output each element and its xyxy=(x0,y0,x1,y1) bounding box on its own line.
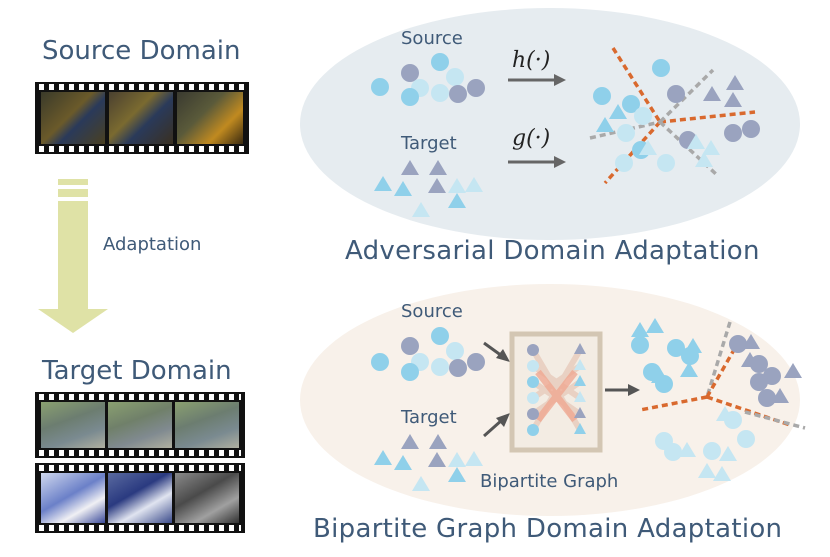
source-frame-3 xyxy=(177,92,243,144)
adv-mixed-points xyxy=(593,59,760,172)
g-function-label: g(·) xyxy=(512,126,551,151)
h-function-label: h(·) xyxy=(512,48,551,73)
bip-source-label: Source xyxy=(401,301,463,322)
adv-target-label: Target xyxy=(401,133,457,154)
target-frame-1 xyxy=(41,402,105,448)
target-frame-3 xyxy=(175,402,239,448)
adaptation-label: Adaptation xyxy=(103,234,202,255)
bip-source-arrow xyxy=(483,341,510,362)
bip-clustered-points xyxy=(631,318,802,481)
bip-target-label: Target xyxy=(401,407,457,428)
bipartite-graph-box xyxy=(509,331,603,453)
source-frame-1 xyxy=(41,92,105,144)
target-frame-2 xyxy=(108,402,172,448)
target-frame-5 xyxy=(108,473,172,523)
bip-boundaries xyxy=(639,321,806,430)
bip-source-points xyxy=(371,327,485,381)
adv-target-points xyxy=(374,160,483,217)
target-frame-4 xyxy=(41,473,105,523)
source-domain-title: Source Domain xyxy=(42,36,241,66)
adversarial-panel-bg xyxy=(300,8,800,240)
adv-source-label: Source xyxy=(401,28,463,49)
target-frame-6 xyxy=(175,473,239,523)
bip-target-arrow xyxy=(483,413,510,438)
source-frame-2 xyxy=(109,92,173,144)
target-film-strip-1 xyxy=(35,392,245,458)
adv-source-points xyxy=(371,53,485,106)
target-film-strip-2 xyxy=(35,463,245,533)
adversarial-caption: Adversarial Domain Adaptation xyxy=(345,236,760,266)
bipartite-caption: Bipartite Graph Domain Adaptation xyxy=(313,514,783,544)
source-film-strip xyxy=(35,82,249,154)
target-domain-title: Target Domain xyxy=(42,356,232,386)
bip-output-arrow xyxy=(605,384,640,396)
g-arrow xyxy=(508,156,566,168)
bipartite-graph-label: Bipartite Graph xyxy=(480,471,619,492)
bip-target-points xyxy=(374,434,483,491)
h-arrow xyxy=(508,74,566,86)
